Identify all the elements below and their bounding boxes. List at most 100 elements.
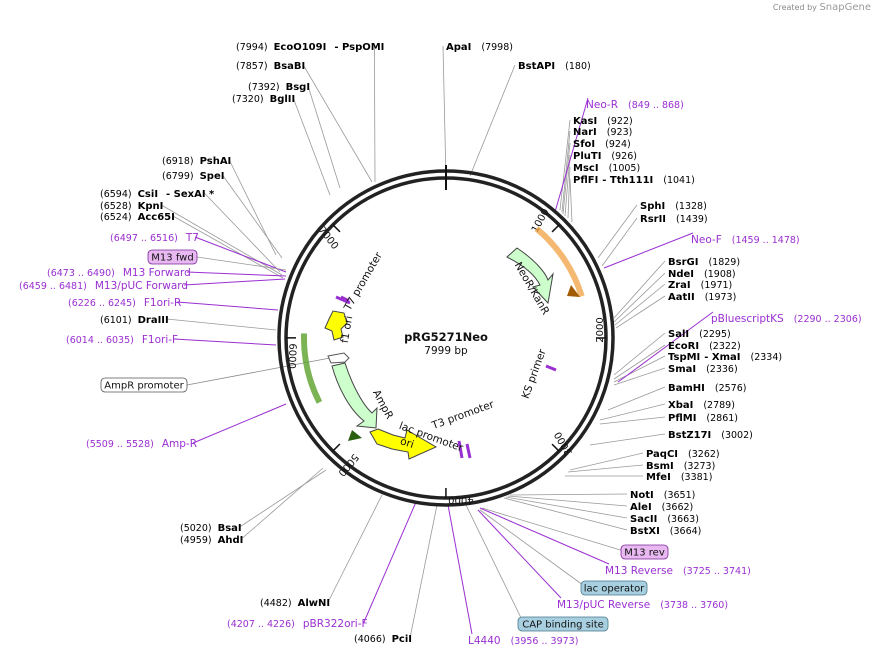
enzyme-leader-line (601, 217, 638, 267)
tick-mark-7000 (332, 224, 341, 233)
enzyme-site-msci: MscI(1005) (573, 163, 640, 174)
enzyme-name: (6594)CsiI- SexAI * (100, 189, 215, 200)
enzyme-name: EcoRI(2322) (668, 341, 741, 352)
enzyme-name: PflFI- Tth111I(1041) (573, 175, 695, 186)
enzyme-site-pflmi: PflMI(2861) (668, 413, 738, 424)
enzyme-site-csii: (6594)CsiI- SexAI * (100, 189, 215, 200)
enzyme-site-tspmi: TspMI- XmaI(2334) (668, 352, 782, 363)
enzyme-name: AatII(1973) (668, 292, 736, 303)
snapgene-logo-text: SnapGene (819, 2, 871, 13)
primer-site-pbluescriptks: pBluescriptKS(2290 .. 2306) (711, 313, 862, 325)
enzyme-site-sfoi: SfoI(924) (573, 139, 631, 150)
enzyme-leader-line (607, 386, 666, 411)
feature-label-ori: ori (399, 435, 416, 451)
enzyme-name: SalI(2295) (668, 329, 731, 340)
enzyme-leader-line (239, 469, 327, 528)
enzyme-site-mfei: MfeI(3381) (646, 472, 712, 483)
enzyme-name: (6918)PshAI (162, 156, 231, 167)
enzyme-site-noti: NotI(3651) (630, 490, 695, 501)
enzyme-site-bsai: (5020)BsaI (180, 523, 242, 534)
enzyme-name: (6524)Acc65I (100, 212, 175, 223)
enzyme-site-ecori: EcoRI(2322) (668, 341, 741, 352)
box-leader-line (479, 509, 588, 589)
enzyme-leader-line (409, 504, 438, 639)
primer-site-neo-r: Neo-R(849 .. 868) (586, 99, 684, 111)
enzyme-name: (7994)EcoO109I- PspOMI (236, 42, 384, 53)
enzyme-leader-line (469, 64, 516, 177)
neo-orf-arrowhead (567, 285, 580, 297)
primer-site-f1ori-f: (6014 .. 6035)F1ori-F (66, 334, 178, 346)
enzyme-leader-line (442, 45, 447, 181)
tick-label-2000: 2000 (595, 317, 606, 342)
enzyme-leader-line (597, 204, 638, 259)
feature-box-lac-operator: lac operator (580, 580, 648, 596)
enzyme-name: PaqCI(3262) (646, 449, 720, 460)
enzyme-name: SmaI(2336) (668, 364, 738, 375)
primer-leader-line (184, 278, 286, 286)
enzyme-site-bsabi: (7857)BsaBI (236, 61, 305, 72)
enzyme-leader-line (292, 97, 331, 196)
enzyme-leader-line (567, 166, 571, 219)
enzyme-site-bsmi: BsmI(3273) (646, 461, 715, 472)
enzyme-name: (4959)AhdI (180, 535, 243, 546)
primer-site-amp-r: (5509 .. 5528)Amp-R (86, 438, 197, 450)
feature-box-m13-fwd: M13 fwd (147, 249, 198, 265)
primer-leader-line (192, 403, 287, 444)
feature-label-t7-promoter: T7 promoter (341, 250, 385, 314)
enzyme-leader-line (222, 174, 283, 259)
enzyme-leader-line (507, 495, 628, 507)
enzyme-site-spei: (6799)SpeI (162, 171, 224, 182)
primer-label: Neo-F(1459 .. 1478) (691, 234, 800, 246)
enzyme-name: PflMI(2861) (668, 413, 738, 424)
plasmid-name: pRG5271Neo (404, 330, 488, 344)
enzyme-leader-line (559, 119, 571, 211)
enzyme-name: (6101)DraIII (100, 315, 169, 326)
primer-label: (5509 .. 5528)Amp-R (86, 438, 197, 450)
enzyme-leader-line (564, 154, 571, 217)
primer-site-m13-forward: (6473 .. 6490)M13 Forward (47, 267, 191, 279)
tick-label-6000: 6000 (286, 343, 298, 369)
primer-site-m13-puc-forward: (6459 .. 6481)M13/pUC Forward (19, 280, 188, 292)
enzyme-leader-line (599, 403, 666, 421)
primer-label: (6473 .. 6490)M13 Forward (47, 267, 191, 279)
enzyme-leader-line (302, 64, 373, 183)
enzyme-site-pshai: (6918)PshAI (162, 156, 231, 167)
tick-label-4000: 4000 (448, 494, 474, 506)
enzyme-name: MfeI(3381) (646, 472, 712, 483)
tick-mark-3000 (551, 443, 560, 452)
primer-site-neo-f: Neo-F(1459 .. 1478) (691, 234, 800, 246)
enzyme-leader-line (562, 142, 571, 215)
enzyme-site-kpni: (6528)KpnI (100, 201, 163, 212)
enzyme-name: NarI(923) (573, 127, 632, 138)
enzyme-site-bglii: (7320)BglII (232, 94, 295, 105)
feature-label-f1-ori: f1 ori (339, 315, 356, 344)
enzyme-leader-line (204, 192, 281, 273)
enzyme-leader-line (503, 497, 628, 531)
enzyme-leader-line (613, 367, 666, 386)
feature-box-cap-binding-site: CAP binding site (517, 616, 609, 632)
lac-mark (457, 440, 464, 459)
enzyme-site-bstxi: BstXI(3664) (630, 526, 701, 537)
primer-site-t7: (6497 .. 6516)T7 (110, 232, 199, 244)
enzyme-site-bstapi: BstAPI(180) (518, 61, 591, 72)
primer-label: L4440(3956 .. 3973) (468, 635, 578, 647)
enzyme-leader-line (505, 496, 628, 519)
enzyme-leader-line (569, 452, 644, 471)
primer-leader-line (479, 507, 610, 565)
enzyme-site-bsgi: (7392)BsgI (248, 82, 310, 93)
feature-box-ampr-promoter: AmpR promoter (100, 377, 188, 393)
ampr-arrow (331, 362, 378, 429)
enzyme-name: BsrGI(1829) (668, 257, 740, 268)
enzyme-leader-line (613, 332, 666, 376)
enzyme-leader-line (599, 416, 666, 425)
enzyme-site-bamhi: BamHI(2576) (668, 383, 746, 394)
enzyme-leader-line (613, 260, 666, 319)
enzyme-name: (7320)BglII (232, 94, 295, 105)
primer-label: (6014 .. 6035)F1ori-F (66, 334, 178, 346)
primer-leader-line (617, 311, 714, 383)
box-leader-line (196, 256, 287, 271)
enzyme-leader-line (613, 355, 666, 383)
primer-label: (6459 .. 6481)M13/pUC Forward (19, 280, 188, 292)
enzyme-name: (7392)BsgI (248, 82, 310, 93)
